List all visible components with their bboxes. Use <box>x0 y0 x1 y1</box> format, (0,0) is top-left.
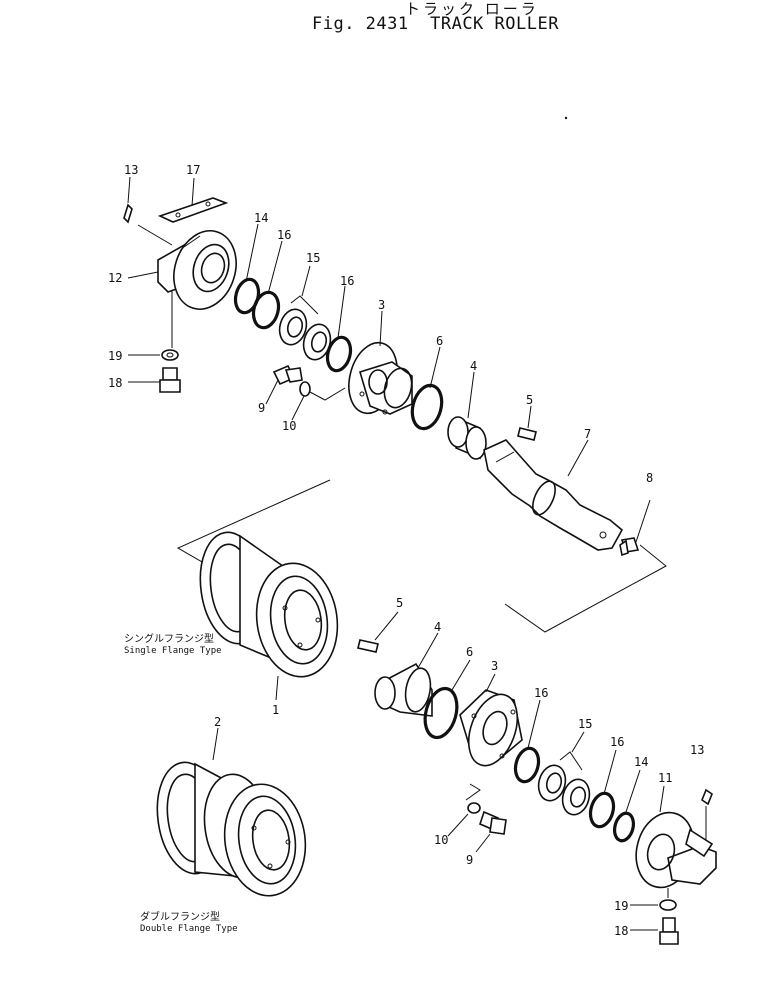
part-16-o-ring-lower-b <box>588 791 616 829</box>
leader-line <box>374 611 399 641</box>
part-13-pin-lower <box>701 788 713 806</box>
callout-9: 9 <box>466 853 473 867</box>
callout-4: 4 <box>470 359 477 373</box>
part-10-washer-lower <box>467 802 481 814</box>
part-4-bushing-upper <box>447 416 487 460</box>
callout-18: 18 <box>614 924 628 938</box>
callout-1: 1 <box>272 703 279 717</box>
part-7-shaft <box>483 439 624 551</box>
callout-14: 14 <box>254 211 268 225</box>
callout-12: 12 <box>108 271 122 285</box>
callout-3: 3 <box>491 659 498 673</box>
part-16-o-ring-upper-b <box>325 335 353 373</box>
callout-8: 8 <box>646 471 653 485</box>
leader-line <box>137 224 173 246</box>
part-19-washer-upper <box>161 349 179 361</box>
title-japanese: トラック ローラ <box>405 0 539 18</box>
callout-16: 16 <box>340 274 354 288</box>
callout-10: 10 <box>434 833 448 847</box>
callout-16: 16 <box>277 228 291 242</box>
callout-5: 5 <box>526 393 533 407</box>
callout-13: 13 <box>124 163 138 177</box>
part-6-o-ring-upper <box>410 383 444 431</box>
figure-number: Fig. 2431 <box>312 14 409 34</box>
title-english: Fig. 2431 TRACK ROLLER <box>312 14 559 34</box>
leader-line <box>275 675 279 701</box>
callout-2: 2 <box>214 715 221 729</box>
part-14-o-ring-upper <box>233 277 261 315</box>
leader-line <box>635 499 651 543</box>
part-15-floating-seal-lower <box>537 751 591 816</box>
callout-leaders <box>127 176 665 931</box>
part-1-single-flange-roller <box>199 531 339 678</box>
double-flange-label-jp: ダブルフランジ型 <box>140 910 220 923</box>
part-10-washer-upper <box>299 381 311 397</box>
callout-14: 14 <box>634 755 648 769</box>
part-6-o-ring-lower <box>423 686 459 740</box>
callout-15: 15 <box>306 251 320 265</box>
part-9-bolt-upper <box>272 364 303 386</box>
leader-line <box>309 387 346 401</box>
leader-line <box>465 783 481 801</box>
callout-16: 16 <box>610 735 624 749</box>
part-9-bolt-lower <box>479 810 507 835</box>
callout-17: 17 <box>186 163 200 177</box>
part-name: TRACK ROLLER <box>430 14 559 34</box>
callout-3: 3 <box>378 298 385 312</box>
part-2-double-flange-roller <box>156 761 307 897</box>
part-17-plate <box>157 197 229 223</box>
callout-numbers: 13 17 14 16 15 16 12 3 6 4 5 7 8 19 18 9… <box>108 163 704 938</box>
stray-mark <box>564 116 568 120</box>
part-19-washer-lower <box>659 899 677 911</box>
callout-15: 15 <box>578 717 592 731</box>
part-8-plug <box>619 537 640 557</box>
frame-line <box>504 544 667 633</box>
callout-6: 6 <box>466 645 473 659</box>
callout-13: 13 <box>690 743 704 757</box>
single-flange-label-en: Single Flange Type <box>124 646 222 656</box>
callout-7: 7 <box>584 427 591 441</box>
callout-19: 19 <box>614 899 628 913</box>
part-5-pin-lower <box>357 639 379 653</box>
callout-9: 9 <box>258 401 265 415</box>
double-flange-label-en: Double Flange Type <box>140 924 238 934</box>
callout-19: 19 <box>108 349 122 363</box>
part-5-pin-upper <box>517 427 537 441</box>
part-18-bolt-upper <box>159 367 181 393</box>
part-3-housing-lower <box>459 689 523 767</box>
callout-18: 18 <box>108 376 122 390</box>
part-11-collar <box>635 811 717 889</box>
part-14-o-ring-lower <box>612 811 636 843</box>
single-flange-label-jp: シングルフランジ型 <box>124 632 214 645</box>
part-4-bushing-lower <box>374 662 433 717</box>
part-16-o-ring-lower-a <box>513 746 541 784</box>
callout-16: 16 <box>534 686 548 700</box>
callout-6: 6 <box>436 334 443 348</box>
callout-10: 10 <box>282 419 296 433</box>
part-13-pin-upper <box>123 203 133 224</box>
callout-11: 11 <box>658 771 672 785</box>
callout-4: 4 <box>434 620 441 634</box>
part-16-o-ring-upper-a <box>251 290 281 330</box>
callout-5: 5 <box>396 596 403 610</box>
leader-line <box>212 727 219 761</box>
part-18-bolt-lower <box>659 917 679 945</box>
part-15-floating-seal-upper <box>278 295 332 361</box>
part-12-collar <box>157 230 237 310</box>
part-3-housing-upper <box>348 341 413 415</box>
